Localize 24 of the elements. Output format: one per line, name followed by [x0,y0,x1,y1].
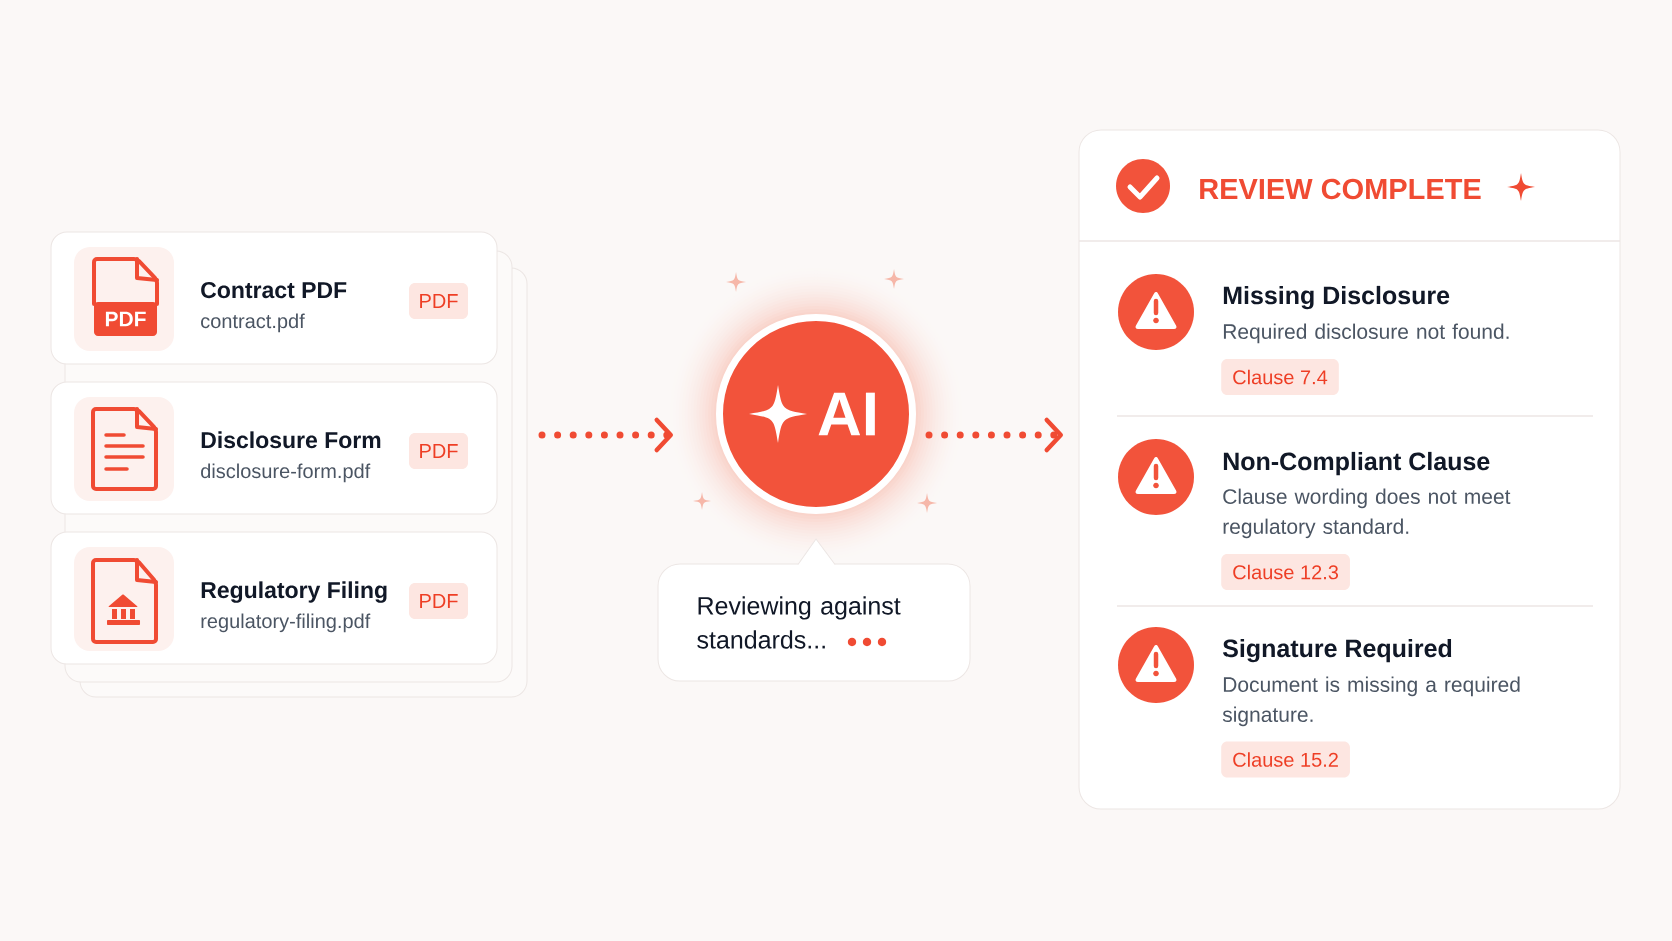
issue-title: Missing Disclosure [1223,285,1450,310]
dotted-arrow [538,417,673,453]
issue-description: Required disclosure not found. [1223,323,1509,344]
issue-title: Signature Required [1222,638,1452,663]
card-title: Contract PDF [201,281,347,299]
issue-title: Non-Compliant Clause [1223,451,1490,476]
panel-heading: REVIEW COMPLETE [1200,178,1481,200]
review-panel [1078,129,1621,810]
clause-tag: Clause 7.4 [1221,359,1339,395]
file-type-label: PDF [94,302,157,336]
clause-tag: Clause 12.3 [1221,554,1350,590]
issue-description: Document is missing a required signature. [1222,676,1520,727]
file-name: contract.pdf [201,313,305,333]
issue-description: Clause wording does not meet regulatory standard. [1223,488,1511,539]
speech-bubble: Reviewing against standards... [657,538,971,682]
card-title: Regulatory Filing [201,581,387,603]
file-name: regulatory-filing.pdf [201,613,371,633]
file-type-tag: PDF [409,433,468,469]
clause-tag: Clause 15.2 [1221,741,1350,778]
file-type-tag: PDF [409,283,468,319]
file-type-tag: PDF [409,583,468,619]
dotted-arrow [925,417,1063,453]
card-title: Disclosure Form [201,431,381,449]
file-name: disclosure-form.pdf [201,463,371,483]
